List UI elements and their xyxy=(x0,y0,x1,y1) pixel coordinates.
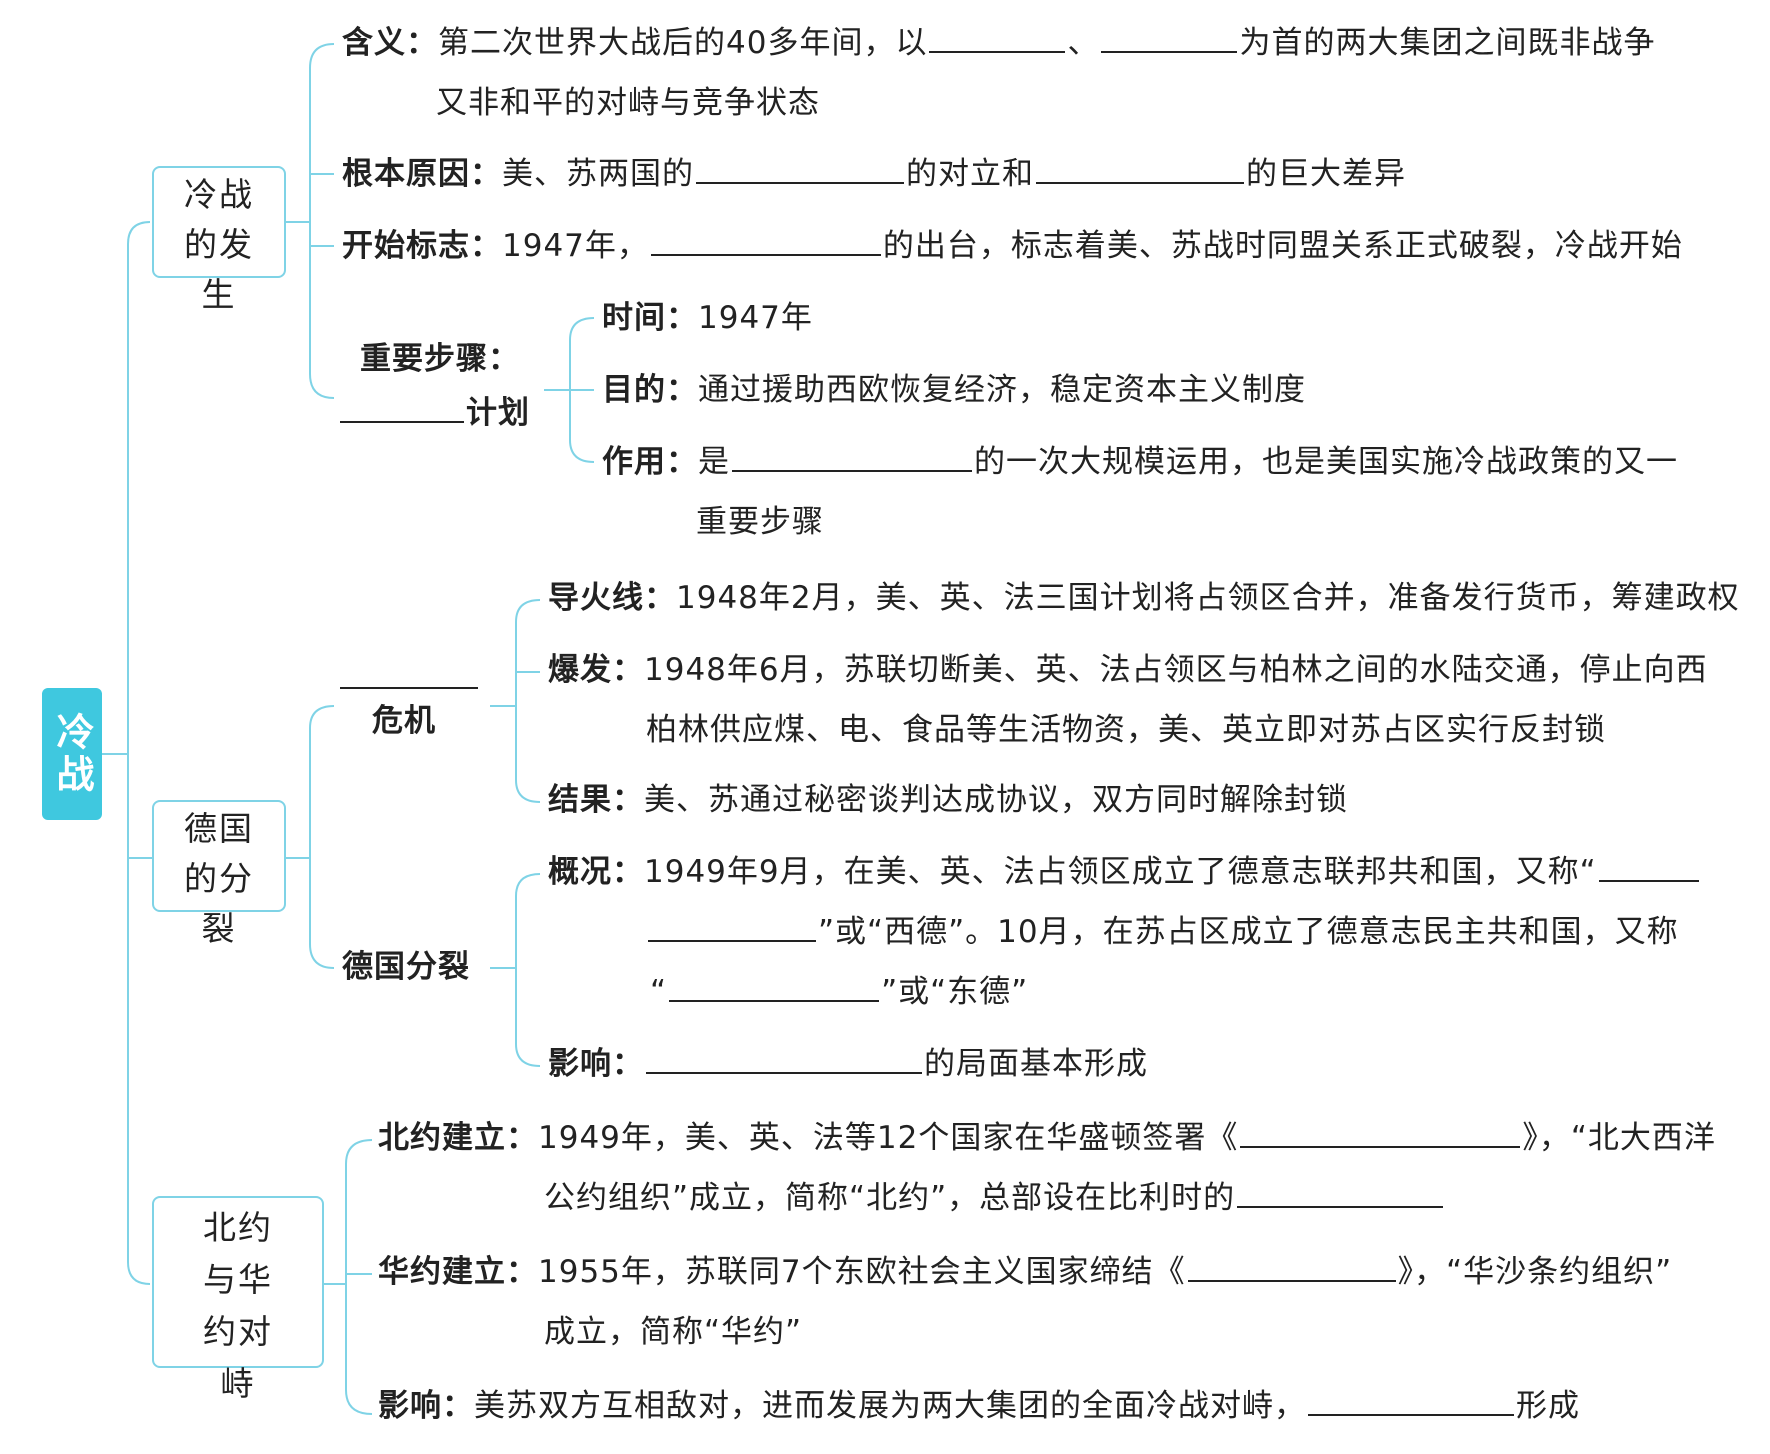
section-nato-warsaw: 北约与华约对峙 xyxy=(152,1196,324,1403)
alliances-impact-row: 影响：美苏双方互相敌对，进而发展为两大集团的全面冷战对峙，形成 xyxy=(378,1388,1580,1424)
purpose-value: 通过援助西欧恢复经济，稳定资本主义制度 xyxy=(698,372,1306,408)
meaning-text: 又非和平的对峙与竞争状态 xyxy=(436,85,820,121)
nato-text: 公约组织”成立，简称“北约”，总部设在比利时的 xyxy=(544,1180,1236,1216)
germany-impact-row: 影响：的局面基本形成 xyxy=(548,1046,1148,1082)
section-cold-war-occurrence: 冷战的发生 xyxy=(152,166,286,314)
fill-blank[interactable] xyxy=(340,395,464,423)
purpose-label: 目的 xyxy=(602,372,666,408)
fill-blank[interactable] xyxy=(669,974,880,1002)
overview-text: 1949年9月，在美、英、法占领区成立了德意志联邦共和国，又称“ xyxy=(644,854,1597,890)
impact-value: 的局面基本形成 xyxy=(924,1046,1148,1082)
impact-label: 影响 xyxy=(378,1388,442,1424)
effect-text: 的一次大规模运用，也是美国实施冷战政策的又一 xyxy=(974,444,1678,480)
result-label: 结果 xyxy=(548,782,612,818)
fuse-row: 导火线：1948年2月，美、英、法三国计划将占领区合并，准备发行货币，筹建政权 xyxy=(548,580,1740,616)
meaning-text: 为首的两大集团之间既非战争 xyxy=(1239,25,1656,61)
fill-blank[interactable] xyxy=(732,444,972,472)
fill-blank[interactable] xyxy=(696,156,904,184)
start-label: 开始标志 xyxy=(342,228,470,264)
effect-label: 作用 xyxy=(602,444,666,480)
crisis-blank-row xyxy=(338,660,480,698)
nato-label: 北约建立 xyxy=(378,1120,506,1156)
overview-row-3: “ ”或“东德” xyxy=(650,973,1028,1011)
fuse-label: 导火线 xyxy=(548,580,644,616)
effect-row-2: 重要步骤 xyxy=(696,503,824,541)
effect-row: 作用：是的一次大规模运用，也是美国实施冷战政策的又一 xyxy=(602,444,1678,480)
cause-text: 的巨大差异 xyxy=(1246,156,1406,192)
start-row: 开始标志：1947年，的出台，标志着美、苏战时同盟关系正式破裂，冷战开始 xyxy=(342,228,1683,264)
fill-blank[interactable] xyxy=(646,1046,922,1074)
meaning-label: 含义 xyxy=(342,25,406,61)
impact-text: 形成 xyxy=(1516,1388,1580,1424)
cause-label: 根本原因 xyxy=(342,156,470,192)
meaning-row-2: 又非和平的对峙与竞争状态 xyxy=(436,84,820,122)
split-label-row: 德国分裂 xyxy=(342,948,470,986)
overview-row: 概况：1949年9月，在美、英、法占领区成立了德意志联邦共和国，又称“ xyxy=(548,853,1701,891)
outbreak-row: 爆发：1948年6月，苏联切断美、英、法占领区与柏林之间的水陆交通，停止向西 xyxy=(548,652,1708,688)
time-row: 时间：1947年 xyxy=(602,300,813,336)
warsaw-row-2: 成立，简称“华约” xyxy=(544,1313,802,1351)
meaning-row: 含义：第二次世界大战后的40多年间，以、为首的两大集团之间既非战争 xyxy=(342,25,1656,61)
cause-row: 根本原因：美、苏两国的的对立和的巨大差异 xyxy=(342,156,1406,192)
effect-text: 重要步骤 xyxy=(696,504,824,540)
cause-text: 美、苏两国的 xyxy=(502,156,694,192)
overview-label: 概况 xyxy=(548,854,612,890)
overview-text: “ xyxy=(650,974,668,1010)
fill-blank[interactable] xyxy=(929,25,1066,53)
start-text: 的出台，标志着美、苏战时同盟关系正式破裂，冷战开始 xyxy=(882,228,1683,264)
crisis-label-row: 危机 xyxy=(372,702,436,740)
result-value: 美、苏通过秘密谈判达成协议，双方同时解除封锁 xyxy=(644,782,1348,818)
step-label: 重要步骤： xyxy=(360,341,520,377)
section-title: 北约与华约对峙 xyxy=(203,1208,273,1403)
start-text: 1947年， xyxy=(502,228,649,264)
root-node: 冷战 xyxy=(42,688,102,820)
section-germany-division: 德国的分裂 xyxy=(152,800,286,948)
fill-blank[interactable] xyxy=(1237,1180,1444,1208)
warsaw-text: 成立，简称“华约” xyxy=(544,1314,803,1350)
fill-blank[interactable] xyxy=(340,661,478,689)
fill-blank[interactable] xyxy=(1101,25,1238,53)
nato-row: 北约建立：1949年，美、英、法等12个国家在华盛顿签署《》，“北大西洋 xyxy=(378,1120,1716,1156)
meaning-text: 第二次世界大战后的40多年间，以 xyxy=(438,25,928,61)
nato-text: 》，“北大西洋 xyxy=(1522,1120,1716,1156)
cause-text: 的对立和 xyxy=(906,156,1034,192)
outbreak-label: 爆发 xyxy=(548,652,612,688)
fill-blank[interactable] xyxy=(1240,1120,1521,1148)
outbreak-text: 1948年6月，苏联切断美、英、法占领区与柏林之间的水陆交通，停止向西 xyxy=(644,652,1708,688)
fill-blank[interactable] xyxy=(650,228,881,256)
nato-row-2: 公约组织”成立，简称“北约”，总部设在比利时的 xyxy=(544,1179,1445,1217)
impact-label: 影响 xyxy=(548,1046,612,1082)
nato-text: 1949年，美、英、法等12个国家在华盛顿签署《 xyxy=(538,1120,1239,1156)
outbreak-row-2: 柏林供应煤、电、食品等生活物资，美、英立即对苏占区实行反封锁 xyxy=(646,711,1606,749)
fill-blank[interactable] xyxy=(1036,156,1244,184)
fill-blank[interactable] xyxy=(648,914,816,942)
purpose-row: 目的：通过援助西欧恢复经济，稳定资本主义制度 xyxy=(602,372,1306,408)
section-title: 冷战的发生 xyxy=(184,175,254,314)
fill-blank[interactable] xyxy=(1308,1388,1514,1416)
fill-blank[interactable] xyxy=(1598,854,1699,882)
step-label-row: 重要步骤： xyxy=(360,340,520,378)
crisis-label: 危机 xyxy=(372,703,436,739)
split-label: 德国分裂 xyxy=(342,949,470,985)
plan-label: 计划 xyxy=(466,395,530,431)
overview-text: ”或“东德” xyxy=(881,974,1029,1010)
impact-text: 美苏双方互相敌对，进而发展为两大集团的全面冷战对峙， xyxy=(474,1388,1306,1424)
warsaw-row: 华约建立：1955年，苏联同7个东欧社会主义国家缔结《》，“华沙条约组织” xyxy=(378,1254,1673,1290)
overview-row-2: ”或“西德”。10月，在苏占区成立了德意志民主共和国，又称 xyxy=(646,913,1679,951)
fill-blank[interactable] xyxy=(1187,1254,1396,1282)
warsaw-text: 》，“华沙条约组织” xyxy=(1397,1254,1673,1290)
effect-text: 是 xyxy=(698,444,730,480)
overview-text: ”或“西德”。10月，在苏占区成立了德意志民主共和国，又称 xyxy=(818,914,1679,950)
step-plan-row: 计划 xyxy=(338,394,530,432)
warsaw-text: 1955年，苏联同7个东欧社会主义国家缔结《 xyxy=(538,1254,1186,1290)
time-label: 时间 xyxy=(602,300,666,336)
time-value: 1947年 xyxy=(698,300,813,336)
section-title: 德国的分裂 xyxy=(184,809,254,948)
fuse-value: 1948年2月，美、英、法三国计划将占领区合并，准备发行货币，筹建政权 xyxy=(676,580,1740,616)
outbreak-text: 柏林供应煤、电、食品等生活物资，美、英立即对苏占区实行反封锁 xyxy=(646,712,1606,748)
result-row: 结果：美、苏通过秘密谈判达成协议，双方同时解除封锁 xyxy=(548,782,1348,818)
warsaw-label: 华约建立 xyxy=(378,1254,506,1290)
